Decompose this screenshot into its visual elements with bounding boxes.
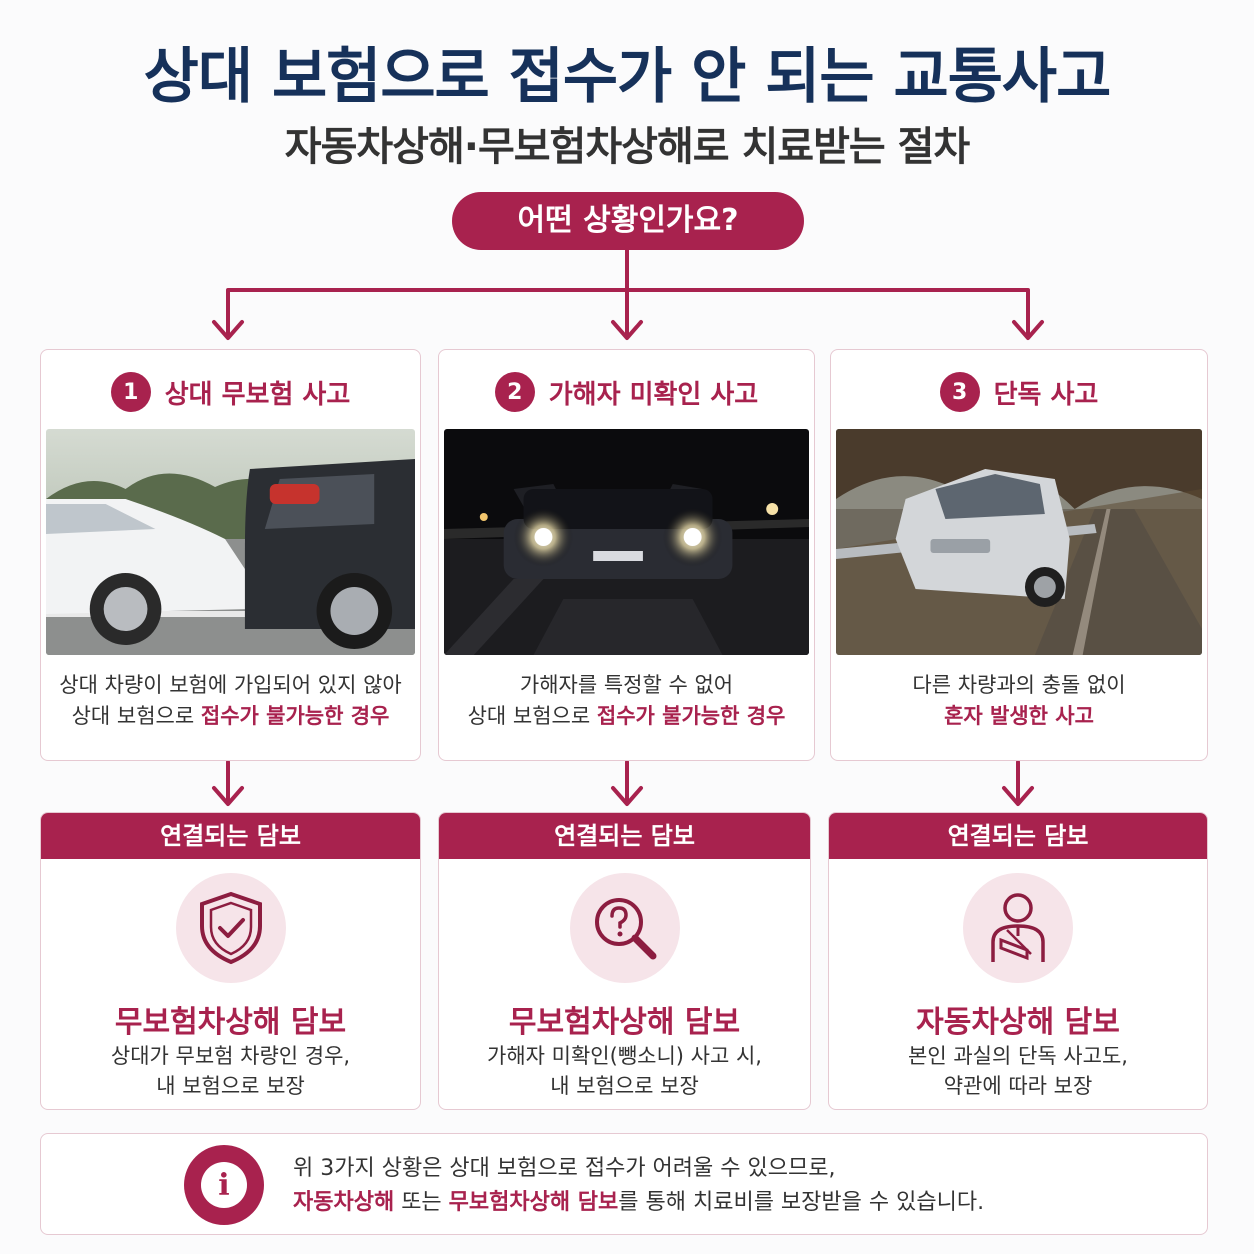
coverage-card-uninsured-motorist: 연결되는 담보 무보험차상해 담보 상대가 무보험 차량인 경우, 내 보험으로… (40, 812, 421, 1110)
info-line2: 자동차상해 또는 무보험차상해 담보를 통해 치료비를 보장받을 수 있습니다. (293, 1186, 984, 1220)
two-car-collision-photo (46, 429, 415, 655)
info-icon: i (184, 1145, 264, 1225)
case-heading: 3 단독 사고 (831, 372, 1207, 412)
case-heading: 2 가해자 미확인 사고 (439, 372, 814, 412)
case-description: 상대 차량이 보험에 가입되어 있지 않아 상대 보험으로 접수가 불가능한 경… (41, 670, 420, 732)
case-card-uninsured: 1 상대 무보험 사고 상대 (40, 349, 421, 761)
coverage-header: 연결되는 담보 (829, 813, 1207, 859)
page-subtitle: 자동차상해·무보험차상해로 치료받는 절차 (284, 124, 970, 170)
case-desc-plain: 상대 보험으로 (71, 704, 201, 728)
coverage-header: 연결되는 담보 (439, 813, 810, 859)
coverage-header: 연결되는 담보 (41, 813, 420, 859)
coverage-description: 가해자 미확인(뺑소니) 사고 시, 내 보험으로 보장 (439, 1041, 810, 1101)
coverage-desc-line2: 내 보험으로 보장 (156, 1074, 305, 1098)
coverage-name: 무보험차상해 담보 (114, 1005, 347, 1040)
case-desc-line1: 가해자를 특정할 수 없어 (519, 673, 734, 697)
car-hit-guardrail-photo (836, 429, 1202, 655)
page-title: 상대 보험으로 접수가 안 되는 교통사고 (143, 42, 1112, 112)
case-desc-highlight: 접수가 불가능한 경우 (200, 704, 390, 728)
info-highlight-uninsured: 무보험차상해 담보 (448, 1190, 619, 1215)
case-card-single-vehicle: 3 단독 사고 다른 차량과의 충돌 없이 혼자 발생한 사고 (830, 349, 1208, 761)
case-title: 상대 무보험 사고 (164, 379, 351, 410)
coverage-description: 본인 과실의 단독 사고도, 약관에 따라 보장 (829, 1041, 1207, 1101)
step-number-badge: 1 (110, 372, 151, 412)
car-at-night-photo (444, 429, 809, 655)
case-heading: 1 상대 무보험 사고 (41, 372, 420, 412)
case-description: 다른 차량과의 충돌 없이 혼자 발생한 사고 (831, 670, 1207, 732)
coverage-desc-line1: 본인 과실의 단독 사고도, (908, 1044, 1128, 1068)
coverage-description: 상대가 무보험 차량인 경우, 내 보험으로 보장 (41, 1041, 420, 1101)
coverage-desc-line1: 상대가 무보험 차량인 경우, (110, 1044, 351, 1068)
case-card-unidentified: 2 가해자 미확인 사고 가해 (438, 349, 815, 761)
shield-check-icon (175, 873, 286, 983)
info-icon-glyph: i (201, 1162, 247, 1208)
case-title: 가해자 미확인 사고 (548, 379, 759, 410)
info-connector-text: 또는 (394, 1190, 449, 1215)
coverage-name: 자동차상해 담보 (916, 1005, 1120, 1040)
case-desc-line1: 다른 차량과의 충돌 없이 (912, 673, 1126, 697)
info-text: 위 3가지 상황은 상대 보험으로 접수가 어려울 수 있으므로, 자동차상해 … (293, 1152, 984, 1220)
case-description: 가해자를 특정할 수 없어 상대 보험으로 접수가 불가능한 경우 (439, 670, 814, 732)
step-number-badge: 3 (939, 372, 980, 412)
case-desc-highlight: 접수가 불가능한 경우 (596, 704, 786, 728)
coverage-desc-line1: 가해자 미확인(뺑소니) 사고 시, (487, 1044, 762, 1068)
step-number-badge: 2 (494, 372, 535, 412)
case-desc-plain: 상대 보험으로 (467, 704, 597, 728)
search-question-icon (569, 873, 680, 983)
info-note-box: i 위 3가지 상황은 상대 보험으로 접수가 어려울 수 있으므로, 자동차상… (40, 1133, 1208, 1235)
coverage-card-auto-injury: 연결되는 담보 자동차상해 담보 본인 과실의 단독 사고도, 약관에 따라 보… (828, 812, 1208, 1110)
injured-person-icon (963, 873, 1073, 983)
info-line1: 위 3가지 상황은 상대 보험으로 접수가 어려울 수 있으므로, (293, 1156, 836, 1181)
case-title: 단독 사고 (993, 379, 1099, 410)
question-pill: 어떤 상황인가요? (452, 192, 804, 250)
info-highlight-auto-injury: 자동차상해 (293, 1190, 395, 1215)
case-desc-line2: 혼자 발생한 사고 (831, 701, 1207, 732)
case-desc-line1: 상대 차량이 보험에 가입되어 있지 않아 (59, 673, 402, 697)
coverage-name: 무보험차상해 담보 (508, 1005, 741, 1040)
coverage-card-hit-and-run: 연결되는 담보 무보험차상해 담보 가해자 미확인(뺑소니) 사고 시, 내 보… (438, 812, 811, 1110)
info-tail-text: 를 통해 치료비를 보장받을 수 있습니다. (618, 1190, 985, 1215)
coverage-desc-line2: 내 보험으로 보장 (550, 1074, 699, 1098)
case-desc-line2: 상대 보험으로 접수가 불가능한 경우 (41, 701, 420, 732)
case-desc-line2: 상대 보험으로 접수가 불가능한 경우 (439, 701, 814, 732)
case-desc-highlight: 혼자 발생한 사고 (944, 704, 1094, 728)
coverage-desc-line2: 약관에 따라 보장 (943, 1074, 1093, 1098)
